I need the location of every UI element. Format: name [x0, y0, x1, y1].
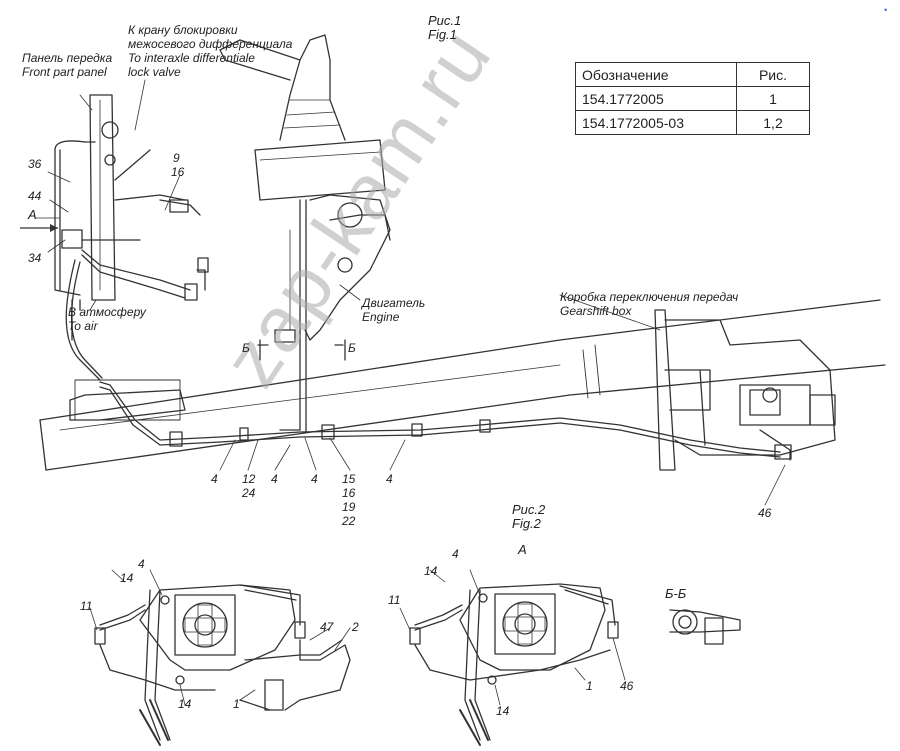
section-bb-detail: [669, 609, 741, 645]
view-a-label: A: [28, 207, 37, 222]
valve-label-ru-1: К крану блокировки: [128, 23, 238, 37]
callout-1: 1: [586, 679, 593, 693]
callout-4: 4: [386, 472, 393, 486]
valve-label-en-1: To interaxle differentiale: [128, 51, 255, 65]
frame-beam: [39, 299, 886, 471]
leader-lines: [35, 79, 786, 706]
callout-1: 1: [233, 697, 240, 711]
fig2-view-right: [409, 583, 619, 746]
fig1-title-ru: Рис.1: [428, 13, 462, 28]
air-label-ru: В атмосферу: [68, 305, 146, 319]
air-lines-front: [54, 140, 209, 381]
valve-label-en-2: lock valve: [128, 65, 181, 79]
callout-11: 11: [388, 593, 401, 607]
callout-16: 16: [342, 486, 356, 500]
callout-4: 4: [138, 557, 145, 571]
valve-label-ru-2: межосевого дифференциала: [128, 37, 293, 51]
callout-46: 46: [620, 679, 634, 693]
front-panel-label-en: Front part panel: [22, 65, 107, 79]
engine-label-ru: Двигатель: [362, 296, 426, 310]
table-cell: 154.1772005: [575, 86, 737, 111]
callout-34: 34: [28, 251, 42, 265]
callout-4: 4: [452, 547, 459, 561]
gearshift-box: [654, 309, 836, 471]
callout-12: 12: [242, 472, 256, 486]
air-pipe-frame: [69, 344, 781, 458]
table-row: 154.1772005-03 1,2: [575, 110, 810, 135]
callout-4: 4: [311, 472, 318, 486]
callout-22: 22: [342, 514, 356, 528]
front-panel: [89, 94, 201, 301]
callout-11: 11: [80, 599, 93, 613]
callout-16: 16: [171, 165, 185, 179]
table-header-cell: Обозначение: [575, 62, 737, 87]
table-header-cell: Рис.: [736, 62, 810, 87]
table-cell: 1,2: [736, 110, 810, 135]
callout-14: 14: [178, 697, 192, 711]
fig2-view-left: [94, 584, 351, 746]
designation-table: Обозначение Рис. 154.1772005 1 154.17720…: [575, 62, 810, 135]
fig2-title-en: Fig.2: [512, 516, 541, 531]
callout-44: 44: [28, 189, 42, 203]
callout-2: 2: [352, 620, 359, 634]
callout-15: 15: [342, 472, 356, 486]
callout-4: 4: [211, 472, 218, 486]
section-b-right: Б: [348, 341, 356, 355]
fig1-title-en: Fig.1: [428, 27, 457, 42]
callout-14: 14: [424, 564, 438, 578]
fig2-title-ru: Рис.2: [512, 502, 546, 517]
gearbox-label-en: Gearshift box: [560, 304, 632, 318]
callout-36: 36: [28, 157, 42, 171]
engine-label-en: Engine: [362, 310, 400, 324]
table-row: 154.1772005 1: [575, 86, 810, 111]
callout-14: 14: [120, 571, 134, 585]
table-header-row: Обозначение Рис.: [575, 62, 810, 87]
view-arrow-a: [20, 224, 58, 232]
callout-19: 19: [342, 500, 356, 514]
front-panel-label-ru: Панель передка: [22, 51, 113, 65]
callout-9: 9: [173, 151, 180, 165]
fig2-view-letter: A: [518, 542, 527, 557]
engine-assembly: [219, 34, 391, 361]
callout-14: 14: [496, 704, 510, 718]
table-cell: 1: [736, 86, 810, 111]
corner-mark: •: [884, 5, 888, 15]
callout-47: 47: [320, 620, 334, 634]
gearbox-label-ru: Коробка переключения передач: [560, 290, 739, 304]
air-label-en: To air: [68, 319, 98, 333]
callout-4: 4: [271, 472, 278, 486]
table-cell: 154.1772005-03: [575, 110, 737, 135]
callout-24: 24: [242, 486, 256, 500]
callout-46: 46: [758, 506, 772, 520]
section-b-left: Б: [242, 341, 250, 355]
section-bb-label: Б-Б: [665, 586, 687, 601]
